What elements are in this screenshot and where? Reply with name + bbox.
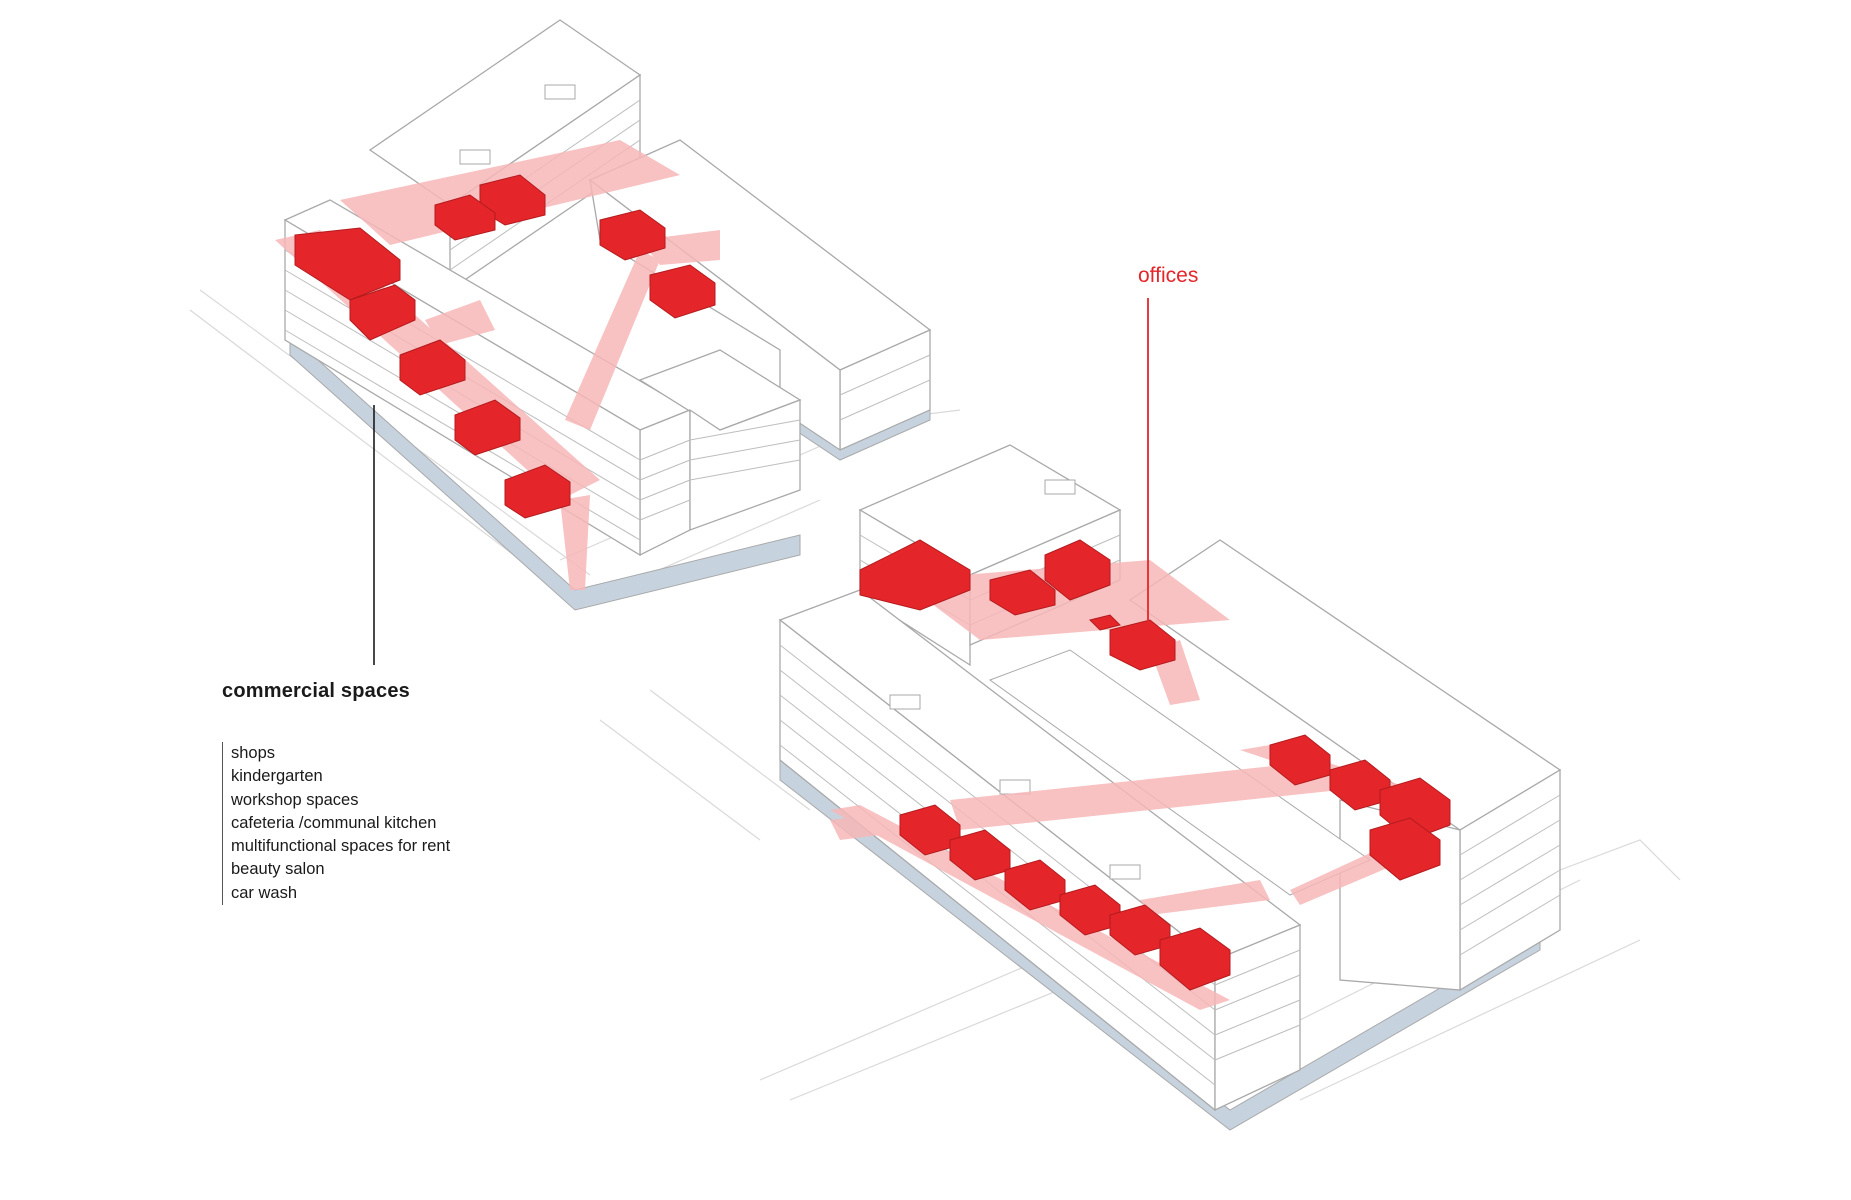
office-volume [1109,619,1176,671]
roof-hatch [544,84,576,100]
commercial-volume [649,264,716,319]
roof-hatch [1109,864,1141,880]
roof-hatch [999,779,1031,795]
commercial-volume [859,539,971,611]
commercial-volume [1159,927,1231,991]
commercial-volume [504,464,571,519]
commercial-volume [989,569,1056,616]
commercial-volume [349,284,416,341]
commercial-volume [1089,614,1121,631]
list-item: workshop spaces [231,790,359,809]
commercial-volume [599,209,666,261]
commercial-volume [399,339,466,396]
list-item: shops [231,744,276,762]
right-building-complex [778,444,1562,1131]
list-item: kindergarten [231,767,323,786]
left-front-block-side [689,399,801,531]
list-item: multifunctional spaces for rent [231,837,451,856]
roof-hatch [459,149,491,165]
commercial-spaces-list: shops kindergarten workshop spaces cafet… [222,742,451,906]
roof-hatch [1044,479,1076,495]
commercial-volume [294,227,401,301]
commercial-volume [1044,539,1111,601]
right-commercial-volumes [859,539,1451,991]
list-item: car wash [231,883,298,902]
list-item: beauty salon [231,860,325,879]
commercial-volume [434,194,496,241]
commercial-volume [1369,817,1441,881]
commercial-spaces-title: commercial spaces [222,680,410,702]
left-commercial-volumes [294,174,716,519]
commercial-volume [454,399,521,456]
list-item: cafeteria /communal kitchen [231,813,437,832]
left-building-complex [275,19,932,611]
offices-label: offices [1138,264,1199,287]
roof-hatch [889,694,921,710]
